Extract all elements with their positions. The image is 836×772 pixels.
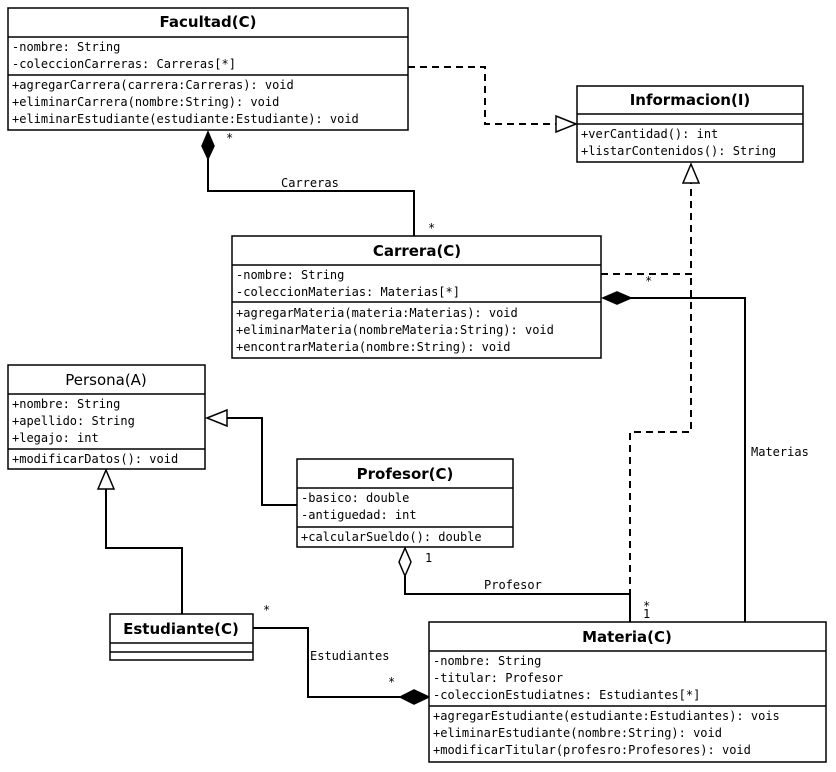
attribute: +apellido: String bbox=[12, 414, 135, 428]
method: +agregarCarrera(carrera:Carreras): void bbox=[12, 78, 294, 92]
method: +agregarMateria(materia:Materias): void bbox=[236, 306, 518, 320]
generalization-arrowhead bbox=[204, 408, 228, 428]
attribute: -coleccionEstudiatnes: Estudiantes[*] bbox=[433, 688, 700, 702]
profesor-aggregation-materia bbox=[398, 546, 631, 622]
attribute: -basico: double bbox=[301, 491, 409, 505]
multiplicity-materia-carrera-end: * bbox=[643, 599, 650, 613]
abstract-class-name: Persona(A) bbox=[65, 371, 147, 389]
class-persona[interactable]: Persona(A) +nombre: String +apellido: St… bbox=[7, 364, 206, 470]
composition-diamond bbox=[398, 689, 431, 705]
realization-arrowhead bbox=[681, 162, 701, 184]
multiplicity-facultad-end: * bbox=[226, 131, 233, 145]
method: +modificarDatos(): void bbox=[12, 452, 178, 466]
realization-arrowhead bbox=[555, 114, 579, 134]
facultad-composition-carrera bbox=[201, 130, 415, 236]
multiplicity-estudiante-end: * bbox=[263, 603, 270, 617]
attribute: -nombre: String bbox=[12, 40, 120, 54]
attribute: -coleccionMaterias: Materias[*] bbox=[236, 285, 460, 299]
attribute: +nombre: String bbox=[12, 397, 120, 411]
profesor-inherits-persona bbox=[204, 408, 297, 506]
method: +agregarEstudiante(estudiante:Estudiante… bbox=[433, 709, 780, 723]
method: +eliminarEstudiante(estudiante:Estudiant… bbox=[12, 112, 359, 126]
class-estudiante[interactable]: Estudiante(C) bbox=[109, 613, 254, 661]
attribute: -nombre: String bbox=[433, 654, 541, 668]
multiplicity-profesor-end: 1 bbox=[425, 551, 432, 565]
method: +eliminarCarrera(nombre:String): void bbox=[12, 95, 279, 109]
relation-label-carreras: Carreras bbox=[281, 176, 339, 190]
multiplicity-materia-profesor-end: 1 bbox=[643, 607, 650, 621]
class-materia[interactable]: Materia(C) -nombre: String -titular: Pro… bbox=[428, 621, 827, 763]
class-name: Carrera(C) bbox=[373, 242, 461, 260]
multiplicity-materia-estudiantes-end: * bbox=[388, 675, 395, 689]
multiplicity-carrera-end: * bbox=[428, 221, 435, 235]
composition-diamond bbox=[601, 291, 633, 305]
class-name: Facultad(C) bbox=[160, 13, 257, 31]
relation-label-materias: Materias bbox=[751, 445, 809, 459]
estudiante-inherits-persona bbox=[96, 468, 183, 614]
estudiante-composition-materia bbox=[253, 627, 431, 705]
composition-diamond bbox=[201, 130, 215, 161]
class-name: Materia(C) bbox=[582, 628, 672, 646]
class-facultad[interactable]: Facultad(C) -nombre: String -coleccionCa… bbox=[7, 7, 409, 131]
method: +calcularSueldo(): double bbox=[301, 530, 482, 544]
method: +verCantidad(): int bbox=[581, 127, 718, 141]
method: +eliminarEstudiante(nombre:String): void bbox=[433, 726, 722, 740]
attribute: -antiguedad: int bbox=[301, 508, 417, 522]
relation-label-profesor: Profesor bbox=[484, 578, 542, 592]
carrera-composition-materia bbox=[601, 291, 746, 622]
relation-label-estudiantes: Estudiantes bbox=[310, 649, 389, 663]
method: +encontrarMateria(nombre:String): void bbox=[236, 340, 511, 354]
class-carrera[interactable]: Carrera(C) -nombre: String -coleccionMat… bbox=[231, 235, 602, 359]
generalization-arrowhead bbox=[96, 468, 116, 490]
method: +eliminarMateria(nombreMateria:String): … bbox=[236, 323, 554, 337]
aggregation-diamond bbox=[398, 546, 412, 578]
attribute: -coleccionCarreras: Carreras[*] bbox=[12, 57, 236, 71]
interface-name: Informacion(I) bbox=[630, 91, 751, 109]
method: +modificarTitular(profesro:Profesores): … bbox=[433, 743, 751, 757]
carrera-realizes-informacion bbox=[601, 162, 701, 275]
attribute: +legajo: int bbox=[12, 431, 99, 445]
attribute: -titular: Profesor bbox=[433, 671, 563, 685]
method: +listarContenidos(): String bbox=[581, 144, 776, 158]
class-informacion[interactable]: Informacion(I) +verCantidad(): int +list… bbox=[576, 85, 804, 163]
class-name: Profesor(C) bbox=[357, 465, 454, 483]
class-profesor[interactable]: Profesor(C) -basico: double -antiguedad:… bbox=[296, 458, 514, 548]
multiplicity-carrera-materias-end: * bbox=[645, 274, 652, 288]
facultad-realizes-informacion bbox=[408, 66, 579, 134]
materia-realizes-informacion bbox=[629, 274, 692, 596]
class-name: Estudiante(C) bbox=[123, 620, 239, 638]
attribute: -nombre: String bbox=[236, 268, 344, 282]
